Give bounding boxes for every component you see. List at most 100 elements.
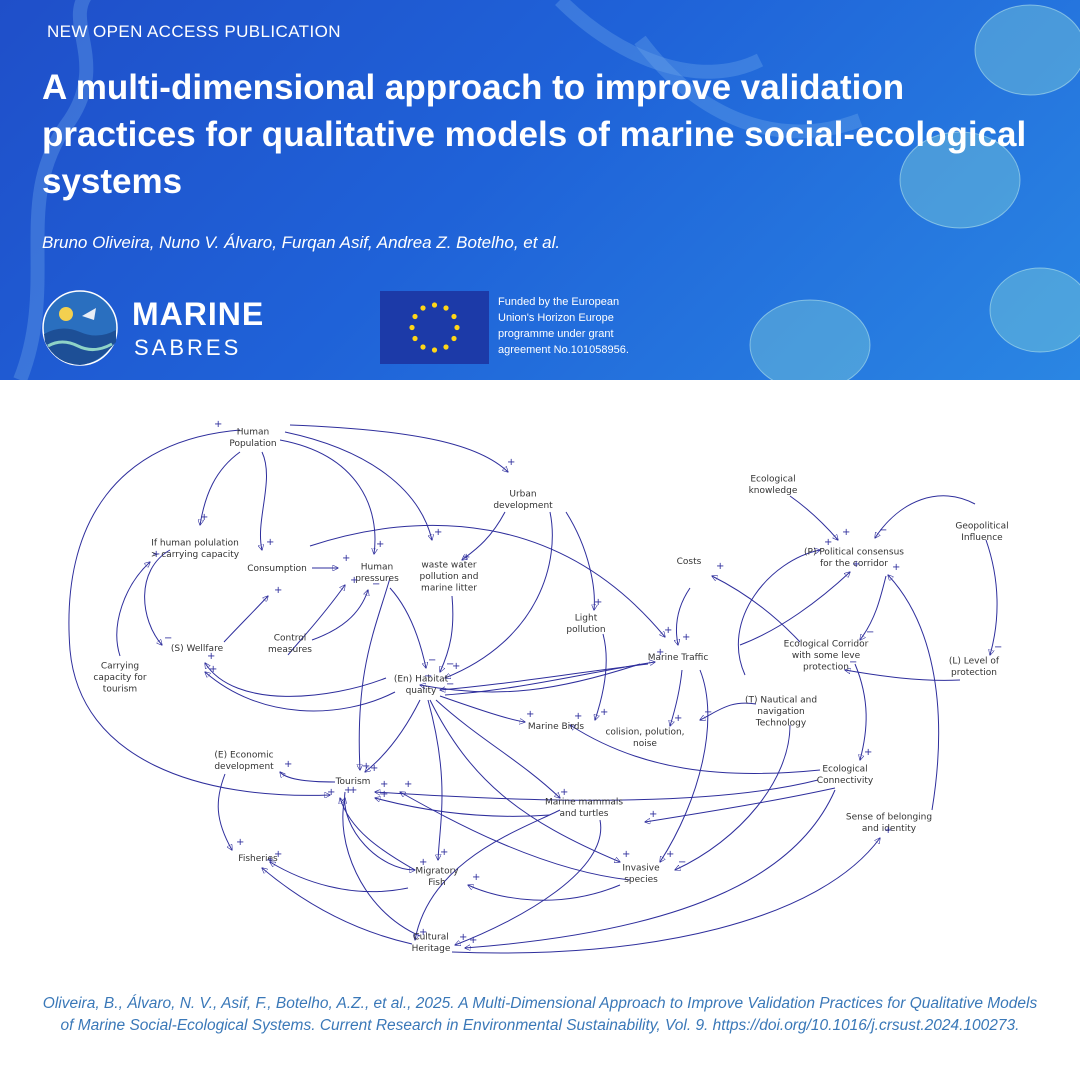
polarity-plus: + bbox=[594, 597, 602, 608]
polarity-minus: − bbox=[879, 525, 887, 536]
polarity-plus: + bbox=[574, 711, 582, 722]
polarity-plus: + bbox=[207, 651, 215, 662]
causal-link bbox=[985, 539, 998, 655]
node-collision: colision, polution,noise bbox=[605, 727, 684, 749]
polarity-plus: + bbox=[342, 553, 350, 564]
eu-flag-icon bbox=[380, 291, 489, 364]
logo-text-sabres: SABRES bbox=[134, 335, 242, 360]
causal-link bbox=[468, 885, 621, 901]
causal-link bbox=[465, 789, 836, 948]
polarity-plus: + bbox=[664, 625, 672, 636]
polarity-minus: − bbox=[428, 655, 436, 666]
funding-statement: Funded by the European Union's Horizon E… bbox=[498, 296, 629, 356]
polarity-minus: − bbox=[446, 679, 454, 690]
polarity-minus: − bbox=[849, 657, 857, 668]
causal-link bbox=[375, 798, 551, 817]
causal-link bbox=[429, 699, 620, 862]
node-carrying-capacity-condition: If human polulation> carrying capacity bbox=[151, 538, 240, 560]
citation: Oliveira, B., Álvaro, N. V., Asif, F., B… bbox=[42, 995, 1038, 1034]
node-marine-traffic: Marine Traffic bbox=[648, 653, 709, 663]
polarity-minus: − bbox=[446, 659, 454, 670]
causal-link bbox=[440, 663, 649, 690]
polarity-minus: − bbox=[678, 857, 686, 868]
polarity-minus: − bbox=[866, 627, 874, 638]
polarity-plus: + bbox=[284, 759, 292, 770]
causal-link bbox=[700, 702, 757, 720]
causal-link bbox=[451, 838, 880, 954]
causal-link bbox=[205, 663, 387, 697]
polarity-plus: + bbox=[380, 779, 388, 790]
causal-link bbox=[789, 495, 838, 540]
causal-link bbox=[595, 633, 607, 720]
causal-link bbox=[340, 798, 416, 871]
causal-link bbox=[415, 809, 561, 940]
polarity-plus: + bbox=[526, 709, 534, 720]
polarity-plus: + bbox=[472, 872, 480, 883]
causal-link bbox=[675, 724, 791, 870]
causal-link bbox=[860, 575, 887, 640]
polarity-minus: − bbox=[994, 642, 1002, 653]
polarity-plus: + bbox=[434, 527, 442, 538]
causal-link bbox=[455, 819, 602, 945]
causal-link bbox=[570, 725, 821, 775]
causal-link bbox=[670, 669, 683, 726]
polarity-plus: + bbox=[327, 787, 335, 798]
polarity-plus: + bbox=[362, 761, 370, 772]
polarity-plus: + bbox=[459, 932, 467, 943]
causal-link bbox=[68, 429, 330, 795]
authors: Bruno Oliveira, Nuno V. Álvaro, Furqan A… bbox=[42, 233, 561, 252]
seaweed-jellyfish-background bbox=[13, 0, 1080, 380]
polarity-plus: + bbox=[419, 857, 427, 868]
polarity-plus: + bbox=[852, 559, 860, 570]
causal-link bbox=[116, 562, 150, 657]
page-title: A multi-dimensional approach to improve … bbox=[42, 68, 1027, 201]
causal-link bbox=[427, 699, 443, 860]
node-marine-birds: Marine Birds bbox=[528, 722, 585, 732]
polarity-plus: + bbox=[649, 809, 657, 820]
causal-link bbox=[400, 792, 631, 881]
node-tourism: Tourism bbox=[335, 777, 371, 787]
causal-link bbox=[200, 451, 241, 525]
causal-link bbox=[676, 587, 691, 645]
causal-link bbox=[223, 596, 268, 643]
polarity-plus: + bbox=[622, 849, 630, 860]
polarity-plus: + bbox=[200, 512, 208, 523]
causal-link bbox=[435, 699, 560, 798]
polarity-plus: + bbox=[682, 632, 690, 643]
causal-link bbox=[565, 511, 594, 610]
publication-label: NEW OPEN ACCESS PUBLICATION bbox=[47, 22, 341, 41]
polarity-minus: − bbox=[704, 707, 712, 718]
polarity-plus: + bbox=[462, 552, 470, 563]
polarity-plus: + bbox=[266, 855, 274, 866]
polarity-plus: + bbox=[404, 779, 412, 790]
causal-link bbox=[660, 669, 709, 862]
node-consumption: Consumption bbox=[247, 564, 307, 574]
causal-link bbox=[279, 439, 375, 554]
polarity-plus: + bbox=[507, 457, 515, 468]
causal-link bbox=[311, 590, 368, 641]
polarity-plus: + bbox=[214, 419, 222, 430]
node-wellfare: (S) Wellfare bbox=[171, 644, 224, 654]
causal-link bbox=[888, 575, 940, 811]
causal-link bbox=[420, 663, 641, 693]
causal-link bbox=[462, 511, 506, 560]
polarity-plus: + bbox=[209, 664, 217, 675]
causal-link bbox=[375, 779, 819, 801]
polarity-plus: + bbox=[370, 763, 378, 774]
logo-text-marine: MARINE bbox=[132, 296, 265, 332]
polarity-plus: + bbox=[864, 747, 872, 758]
causal-link bbox=[284, 431, 432, 540]
causal-link bbox=[270, 862, 409, 893]
causal-link bbox=[738, 550, 820, 676]
causal-link bbox=[144, 549, 171, 645]
causal-link bbox=[343, 798, 421, 937]
polarity-plus: + bbox=[674, 713, 682, 724]
causal-link bbox=[440, 595, 454, 672]
